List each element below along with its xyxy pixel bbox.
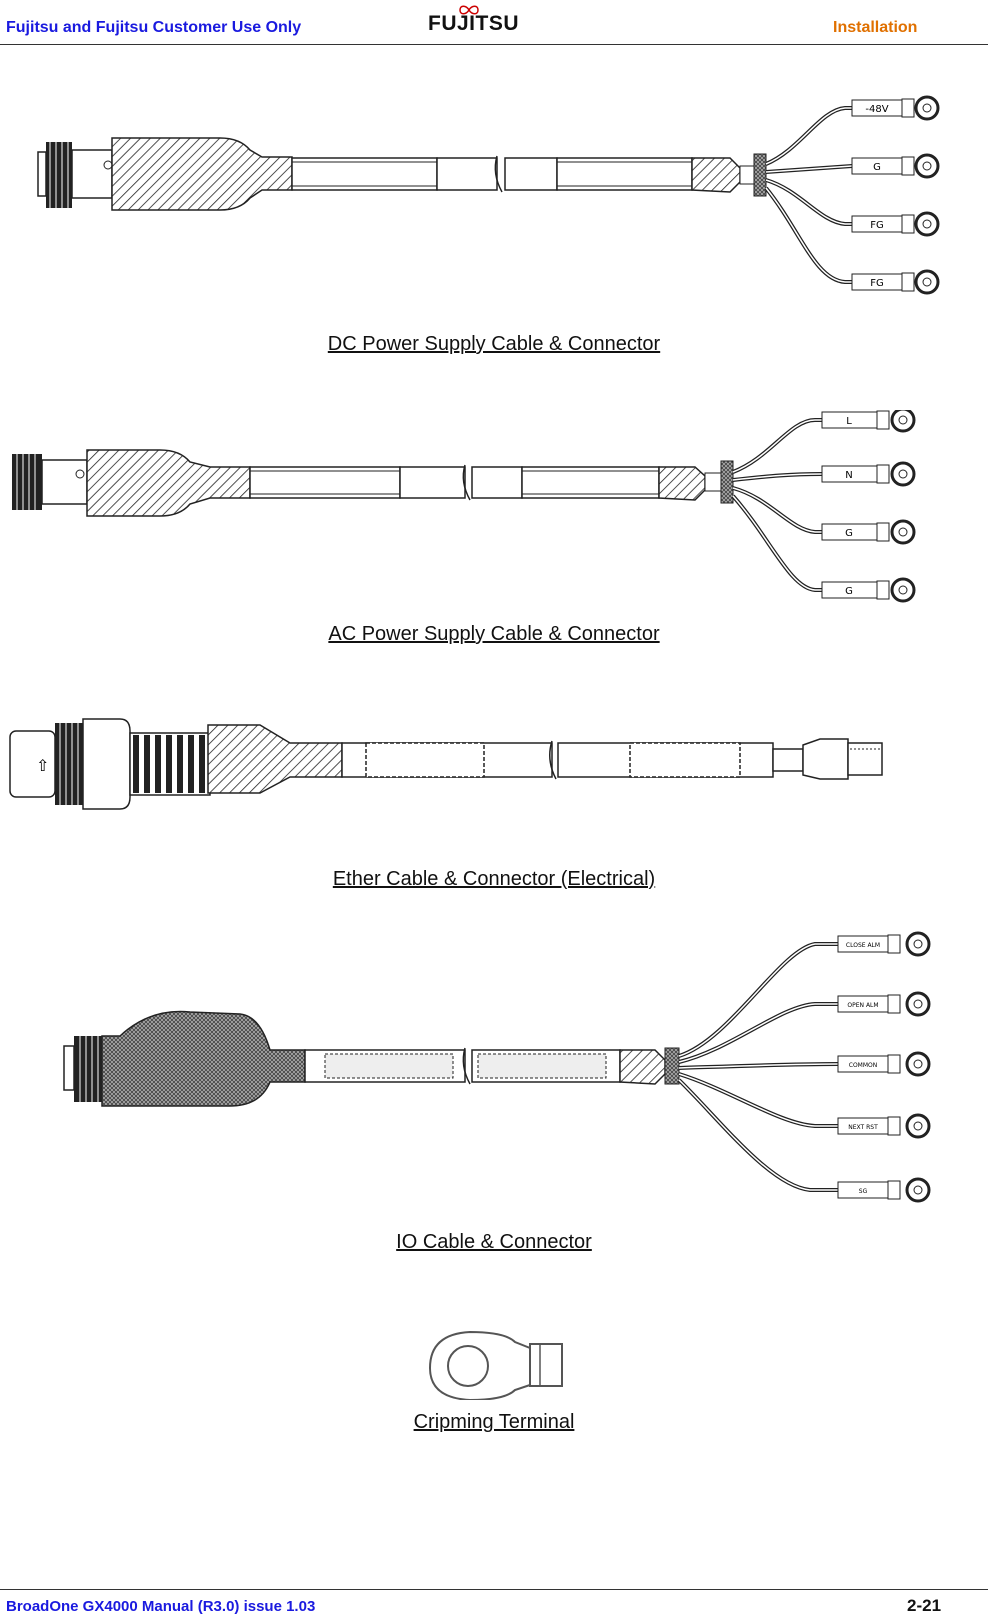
page-footer: BroadOne GX4000 Manual (R3.0) issue 1.03… [0, 1589, 988, 1622]
io-terminal-5: SG [837, 1177, 931, 1203]
logo-wordmark: FUJITSU [428, 12, 520, 35]
ac-terminal-4: G [821, 577, 916, 603]
arrow-mark-icon: ⇧ [36, 756, 49, 775]
ac-cable-caption: AC Power Supply Cable & Connector [328, 623, 660, 645]
io-terminal-1: CLOSE ALM [837, 931, 931, 957]
dc-terminal-label: G [873, 162, 881, 173]
crimping-terminal-drawing [428, 1330, 563, 1400]
ac-terminal-label: L [846, 416, 852, 427]
header-classification: Fujitsu and Fujitsu Customer Use Only [6, 19, 302, 36]
io-terminal-4: NEXT RST [837, 1113, 931, 1139]
io-cable-drawing: CLOSE ALM OPEN ALM COMMON NEXT RST SG [63, 931, 931, 1203]
ac-terminal-2: N [821, 461, 916, 487]
dc-connector-knurl [46, 142, 72, 208]
dc-terminal-2: G [851, 153, 940, 179]
header-section: Installation [833, 19, 918, 36]
io-terminal-label: NEXT RST [848, 1124, 878, 1131]
io-terminal-2: OPEN ALM [837, 991, 931, 1017]
io-connector-knurl [74, 1036, 102, 1102]
io-terminal-label: OPEN ALM [847, 1002, 878, 1009]
io-terminal-label: CLOSE ALM [846, 942, 880, 949]
dc-terminal-3: FG [851, 211, 940, 237]
ether-cable-caption: Ether Cable & Connector (Electrical) [332, 868, 656, 890]
ac-terminal-1: L [821, 410, 916, 433]
dc-terminal-1: -48V [851, 95, 940, 121]
page-header: Fujitsu and Fujitsu Customer Use Only FU… [0, 0, 988, 45]
footer-manual-title: BroadOne GX4000 Manual (R3.0) issue 1.03 [6, 1598, 316, 1615]
ac-power-cable-drawing: L N G G [12, 410, 916, 603]
ac-terminal-label: N [845, 470, 852, 481]
io-cable-caption: IO Cable & Connector [396, 1231, 592, 1253]
ether-cable-drawing: ⇧ [9, 718, 883, 810]
io-terminal-3: COMMON [837, 1051, 931, 1077]
dc-cable-caption: DC Power Supply Cable & Connector [327, 333, 661, 355]
page-number: 2-21 [907, 1596, 942, 1615]
dc-terminal-label: FG [870, 220, 884, 231]
dc-power-cable-drawing: -48V G FG FG [37, 95, 940, 295]
crimping-terminal-caption: Cripming Terminal [413, 1411, 575, 1433]
io-terminal-label: SG [859, 1188, 868, 1195]
dc-terminal-label: FG [870, 278, 884, 289]
dc-terminal-4: FG [851, 269, 940, 295]
fujitsu-logo: FUJITSU [428, 4, 520, 38]
ac-terminal-label: G [845, 586, 853, 597]
io-terminal-label: COMMON [849, 1062, 877, 1069]
dc-terminal-label: -48V [865, 104, 888, 115]
ether-connector-ribs [129, 732, 211, 796]
ac-terminal-label: G [845, 528, 853, 539]
ac-terminal-3: G [821, 519, 916, 545]
ac-connector-knurl [12, 454, 42, 510]
infinity-icon [459, 5, 479, 15]
